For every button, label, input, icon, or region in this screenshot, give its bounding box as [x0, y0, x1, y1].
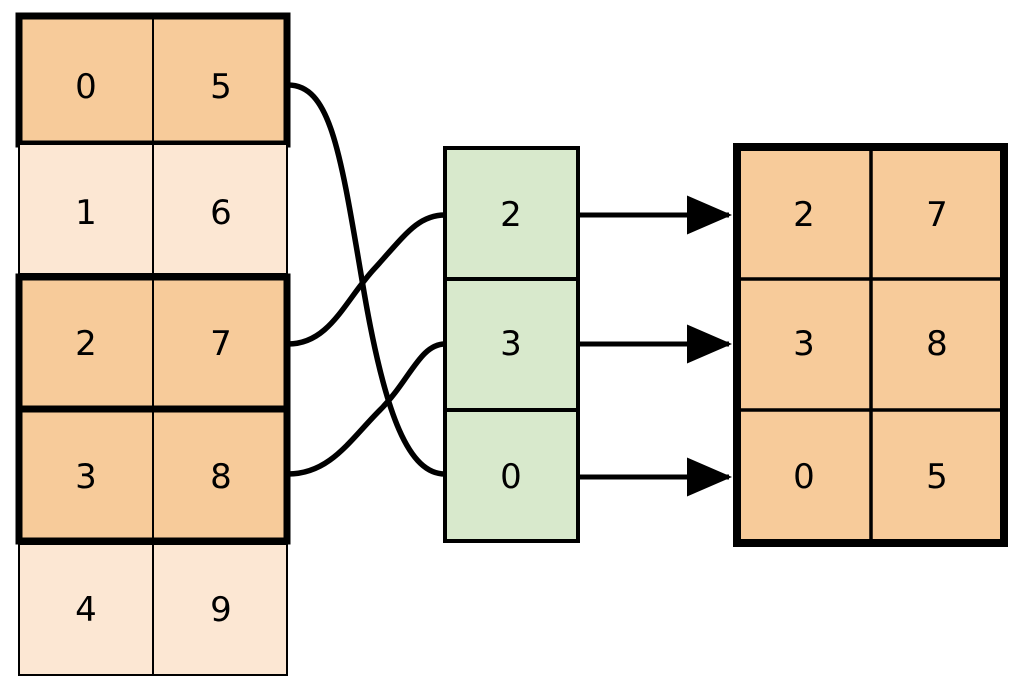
result-table-outer-border: [733, 143, 1008, 547]
result-row-0-value: 7: [926, 195, 948, 235]
source-row-0-index: 0: [75, 67, 97, 107]
result-table: 2 7 3 8 0 5: [733, 143, 1008, 547]
result-row-0-index: 2: [793, 195, 815, 235]
source-rows-2-3-highlight-group: [15, 273, 291, 545]
index-slot-0[interactable]: 2: [443, 146, 580, 281]
result-row-0[interactable]: 2 7: [793, 195, 948, 235]
index-slot-1-bg: [443, 277, 580, 412]
source-row-1-index: 1: [75, 193, 97, 233]
source-row-0[interactable]: 0 5: [15, 12, 291, 148]
curve-source-row-2-to-index-slot-1: [285, 212, 448, 347]
source-row-4-value: 9: [210, 590, 232, 630]
source-row-0-value: 5: [210, 67, 232, 107]
source-table: 0 5 1 6 2 7 3 8: [15, 12, 291, 676]
index-slot-1-value: 3: [500, 324, 522, 364]
result-row-2-index: 0: [793, 457, 815, 497]
result-arrows: [578, 195, 733, 497]
source-row-2-index: 2: [75, 324, 97, 364]
source-row-2[interactable]: 2 7: [18, 276, 288, 410]
source-row-3-index: 3: [75, 457, 97, 497]
source-row-4[interactable]: 4 9: [18, 543, 288, 676]
index-slot-2[interactable]: 0: [443, 408, 580, 543]
source-row-3[interactable]: 3 8: [18, 408, 288, 542]
index-slot-1[interactable]: 3: [443, 277, 580, 412]
result-row-1-index: 3: [793, 324, 815, 364]
source-row-1-value: 6: [210, 193, 232, 233]
curve-source-row-3-to-index-slot-2: [285, 341, 448, 477]
source-row-3-value: 8: [210, 457, 232, 497]
result-row-2[interactable]: 0 5: [793, 457, 948, 497]
source-row-1[interactable]: 1 6: [18, 143, 288, 275]
source-row-4-index: 4: [75, 590, 97, 630]
result-table-gridlines: [740, 150, 1001, 540]
index-slot-2-value: 0: [500, 457, 522, 497]
result-row-1[interactable]: 3 8: [793, 324, 948, 364]
source-row-2-value: 7: [210, 324, 232, 364]
index-vector: 2 3 0: [443, 146, 580, 543]
index-slot-0-value: 2: [500, 195, 522, 235]
result-row-2-value: 5: [926, 457, 948, 497]
result-row-1-value: 8: [926, 324, 948, 364]
index-slot-2-bg: [443, 408, 580, 543]
source-rows-2-3-highlight-border: [15, 273, 291, 545]
curve-connectors: [285, 82, 448, 477]
